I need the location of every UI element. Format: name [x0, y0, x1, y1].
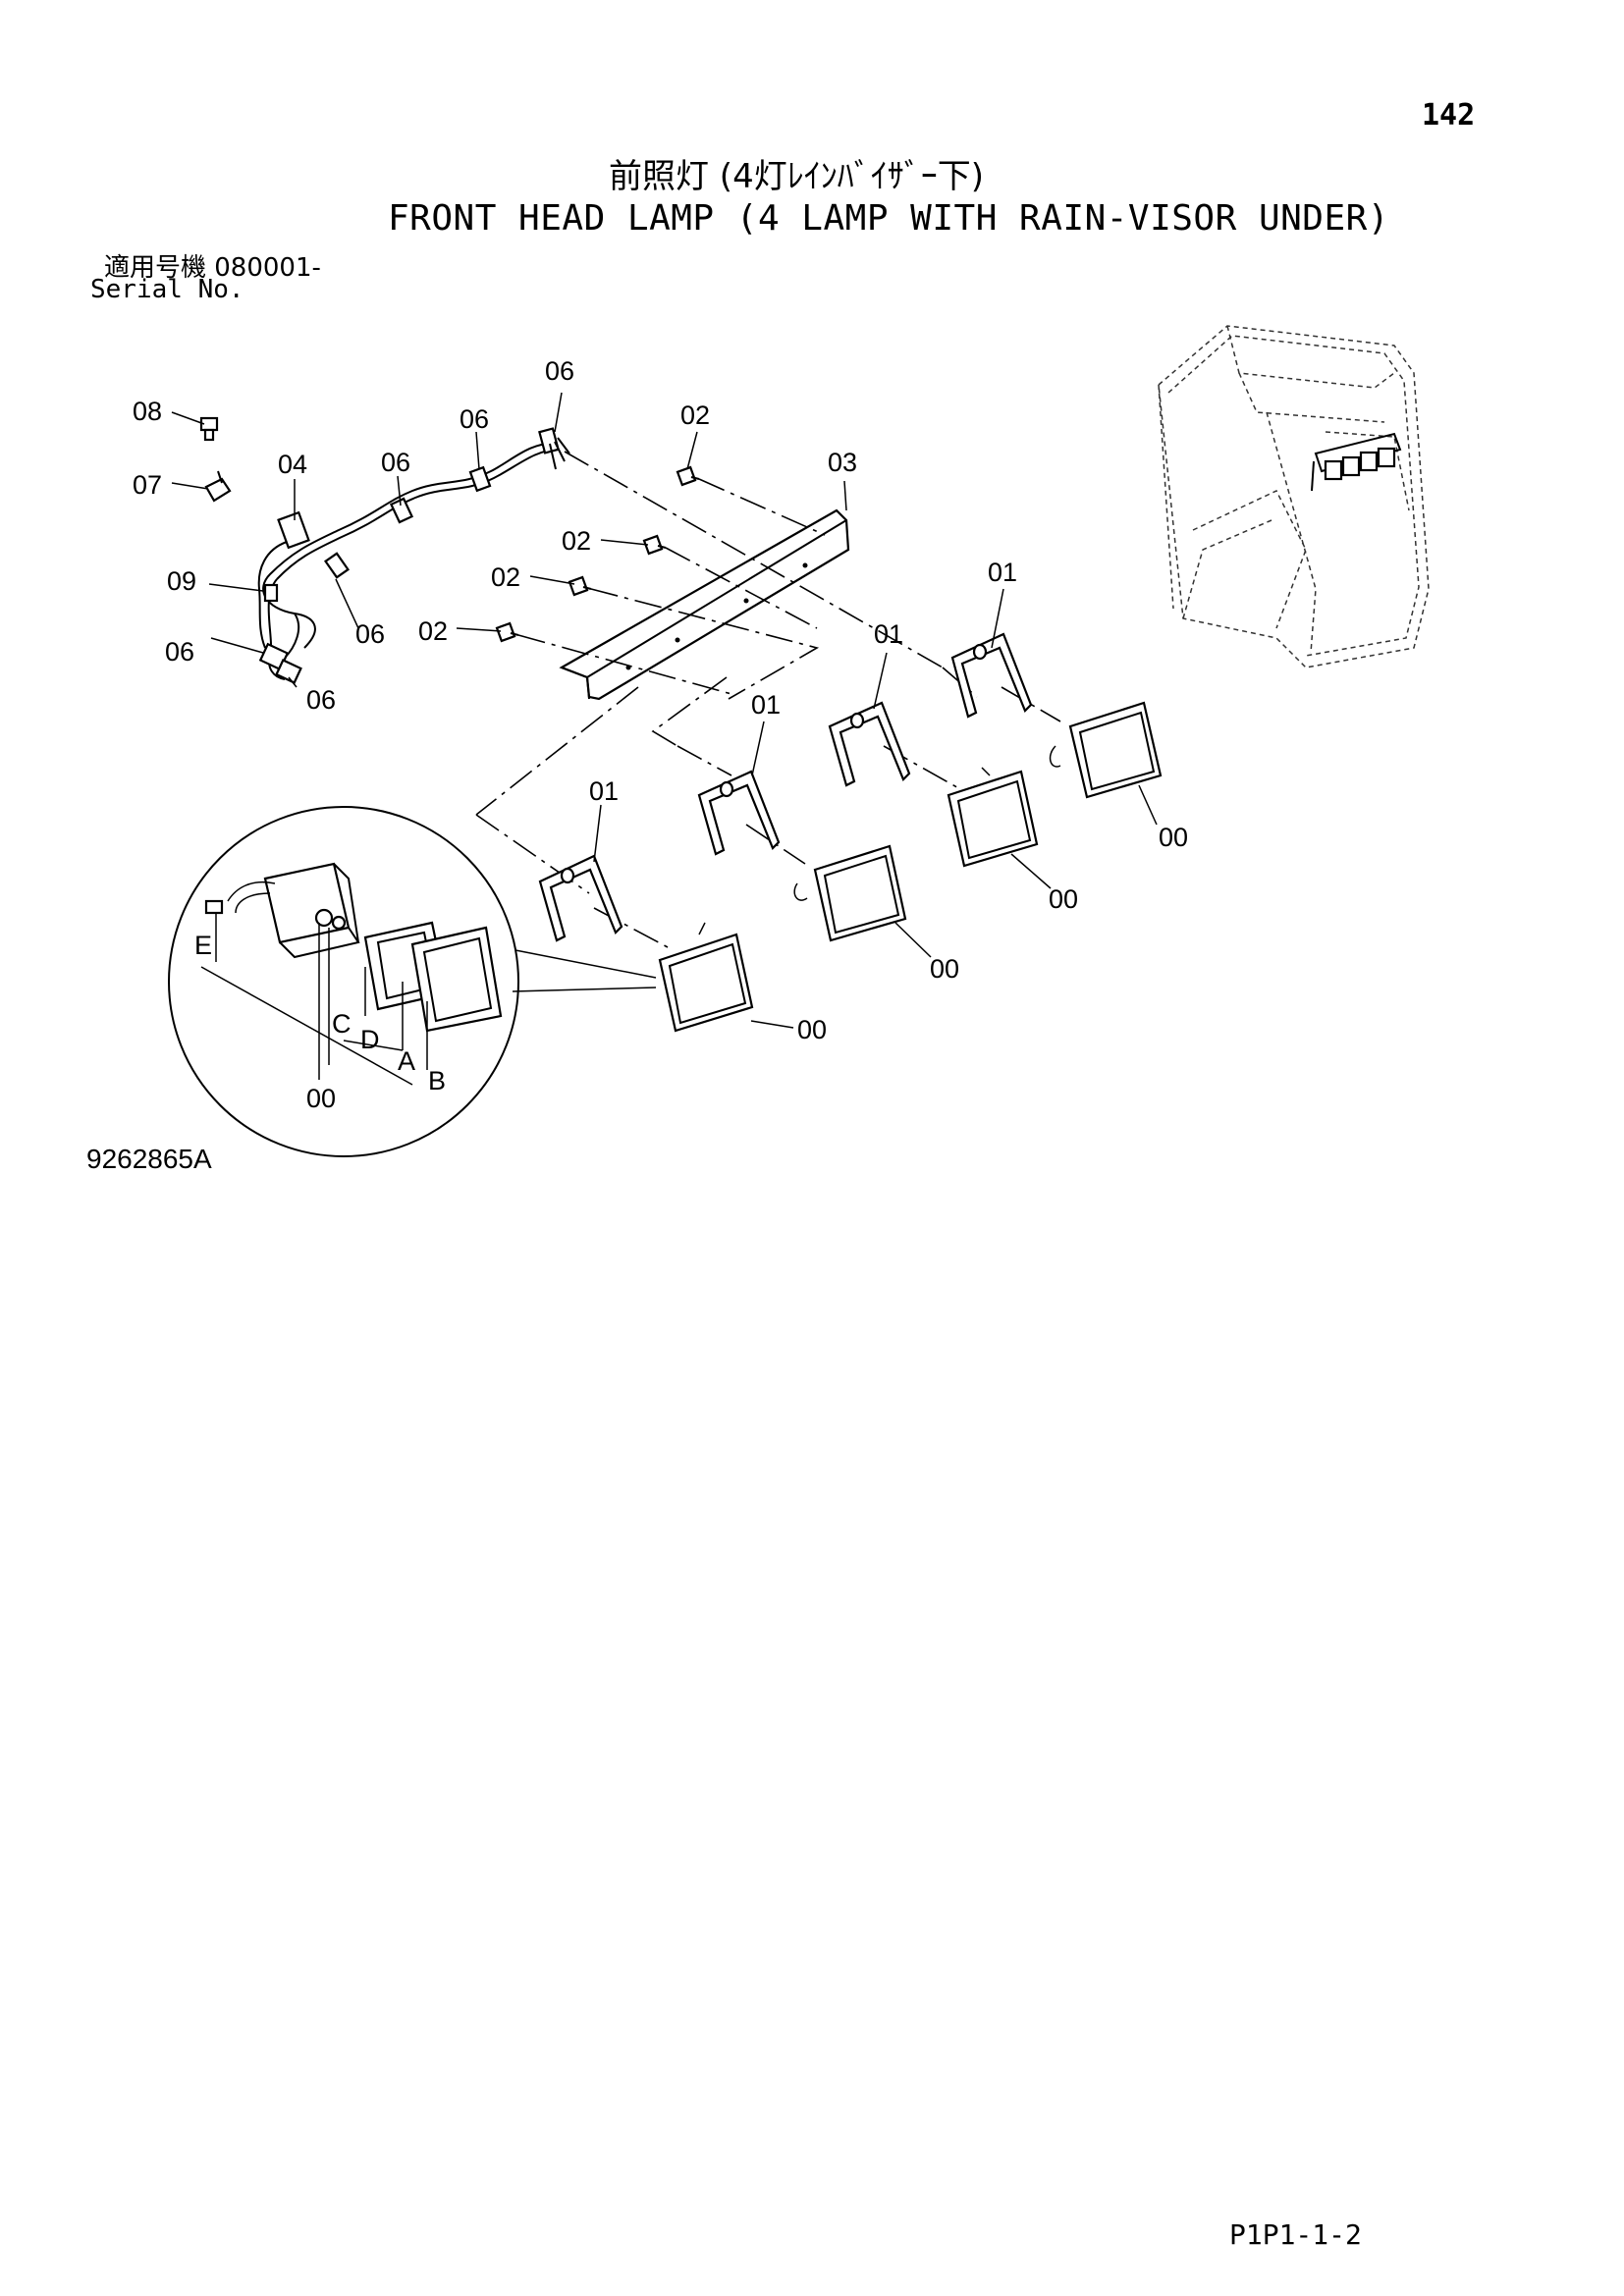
callout-00-detail: 00: [306, 1084, 336, 1113]
bracket-01-a: [950, 632, 1033, 719]
lamp-brackets-01: [538, 632, 1033, 942]
bracket-01-c: [697, 770, 781, 856]
callout-E: E: [194, 931, 212, 960]
serial-label-japanese: 適用号機 080001-: [104, 253, 321, 283]
callout-02-c: 02: [491, 562, 520, 592]
callout-00-d: 00: [797, 1015, 827, 1044]
callout-03: 03: [828, 448, 857, 477]
title-japanese: 前照灯 (4灯ﾚｲﾝﾊﾞｲｻﾞｰ下): [609, 157, 984, 196]
detail-view: [168, 806, 657, 1157]
page-number: 142: [1422, 98, 1476, 133]
callout-00-a: 00: [1159, 823, 1188, 852]
lamps-00: [658, 701, 1163, 1033]
callout-01-b: 01: [874, 619, 903, 649]
callout-06-d: 06: [381, 448, 410, 477]
callout-00-b: 00: [1049, 884, 1078, 914]
bracket-bar-03: [559, 508, 850, 701]
clip-07: [204, 470, 232, 503]
callout-08: 08: [133, 397, 162, 426]
drawing-number: 9262865A: [86, 1144, 212, 1174]
cab-lamp-cluster: [1311, 432, 1402, 492]
callout-06-c: 06: [355, 619, 385, 649]
lamp-00-c: [793, 844, 907, 942]
callout-02-d: 02: [418, 616, 448, 646]
callout-00-c: 00: [930, 954, 959, 984]
callout-04: 04: [278, 450, 307, 479]
title-english: FRONT HEAD LAMP (4 LAMP WITH RAIN-VISOR …: [388, 198, 1389, 239]
callout-01-a: 01: [988, 558, 1017, 587]
cab-outline: [1158, 325, 1430, 668]
callout-B: B: [428, 1066, 446, 1095]
lamp-00-d: [658, 922, 754, 1033]
callout-06-b: 06: [306, 685, 336, 715]
bracket-01-d: [538, 854, 623, 942]
callout-01-d: 01: [589, 776, 619, 806]
page-code: P1P1-1-2: [1229, 2218, 1362, 2251]
wire-harness: [257, 427, 570, 684]
lamp-00-a: [1049, 701, 1163, 799]
callout-02-a: 02: [680, 400, 710, 430]
lamp-00-b: [947, 767, 1039, 868]
callout-06-e: 06: [460, 404, 489, 434]
callout-01-c: 01: [751, 690, 781, 720]
bolts-02: [495, 465, 700, 643]
callout-A: A: [398, 1046, 415, 1076]
callout-06-f: 06: [545, 356, 574, 386]
callout-labels: 08 07 04 09 06 06 06 06 06 06 02 02 02 0…: [133, 356, 1188, 1113]
callout-C: C: [332, 1009, 352, 1039]
callout-02-b: 02: [562, 526, 591, 556]
callout-06-a: 06: [165, 637, 194, 667]
bolt-08: [199, 416, 219, 442]
callout-D: D: [360, 1025, 380, 1054]
callout-leaders: [171, 392, 1158, 1029]
bracket-01-b: [828, 701, 911, 787]
serial-label-english: Serial No.: [90, 275, 244, 304]
callout-09: 09: [167, 566, 196, 596]
callout-07: 07: [133, 470, 162, 500]
